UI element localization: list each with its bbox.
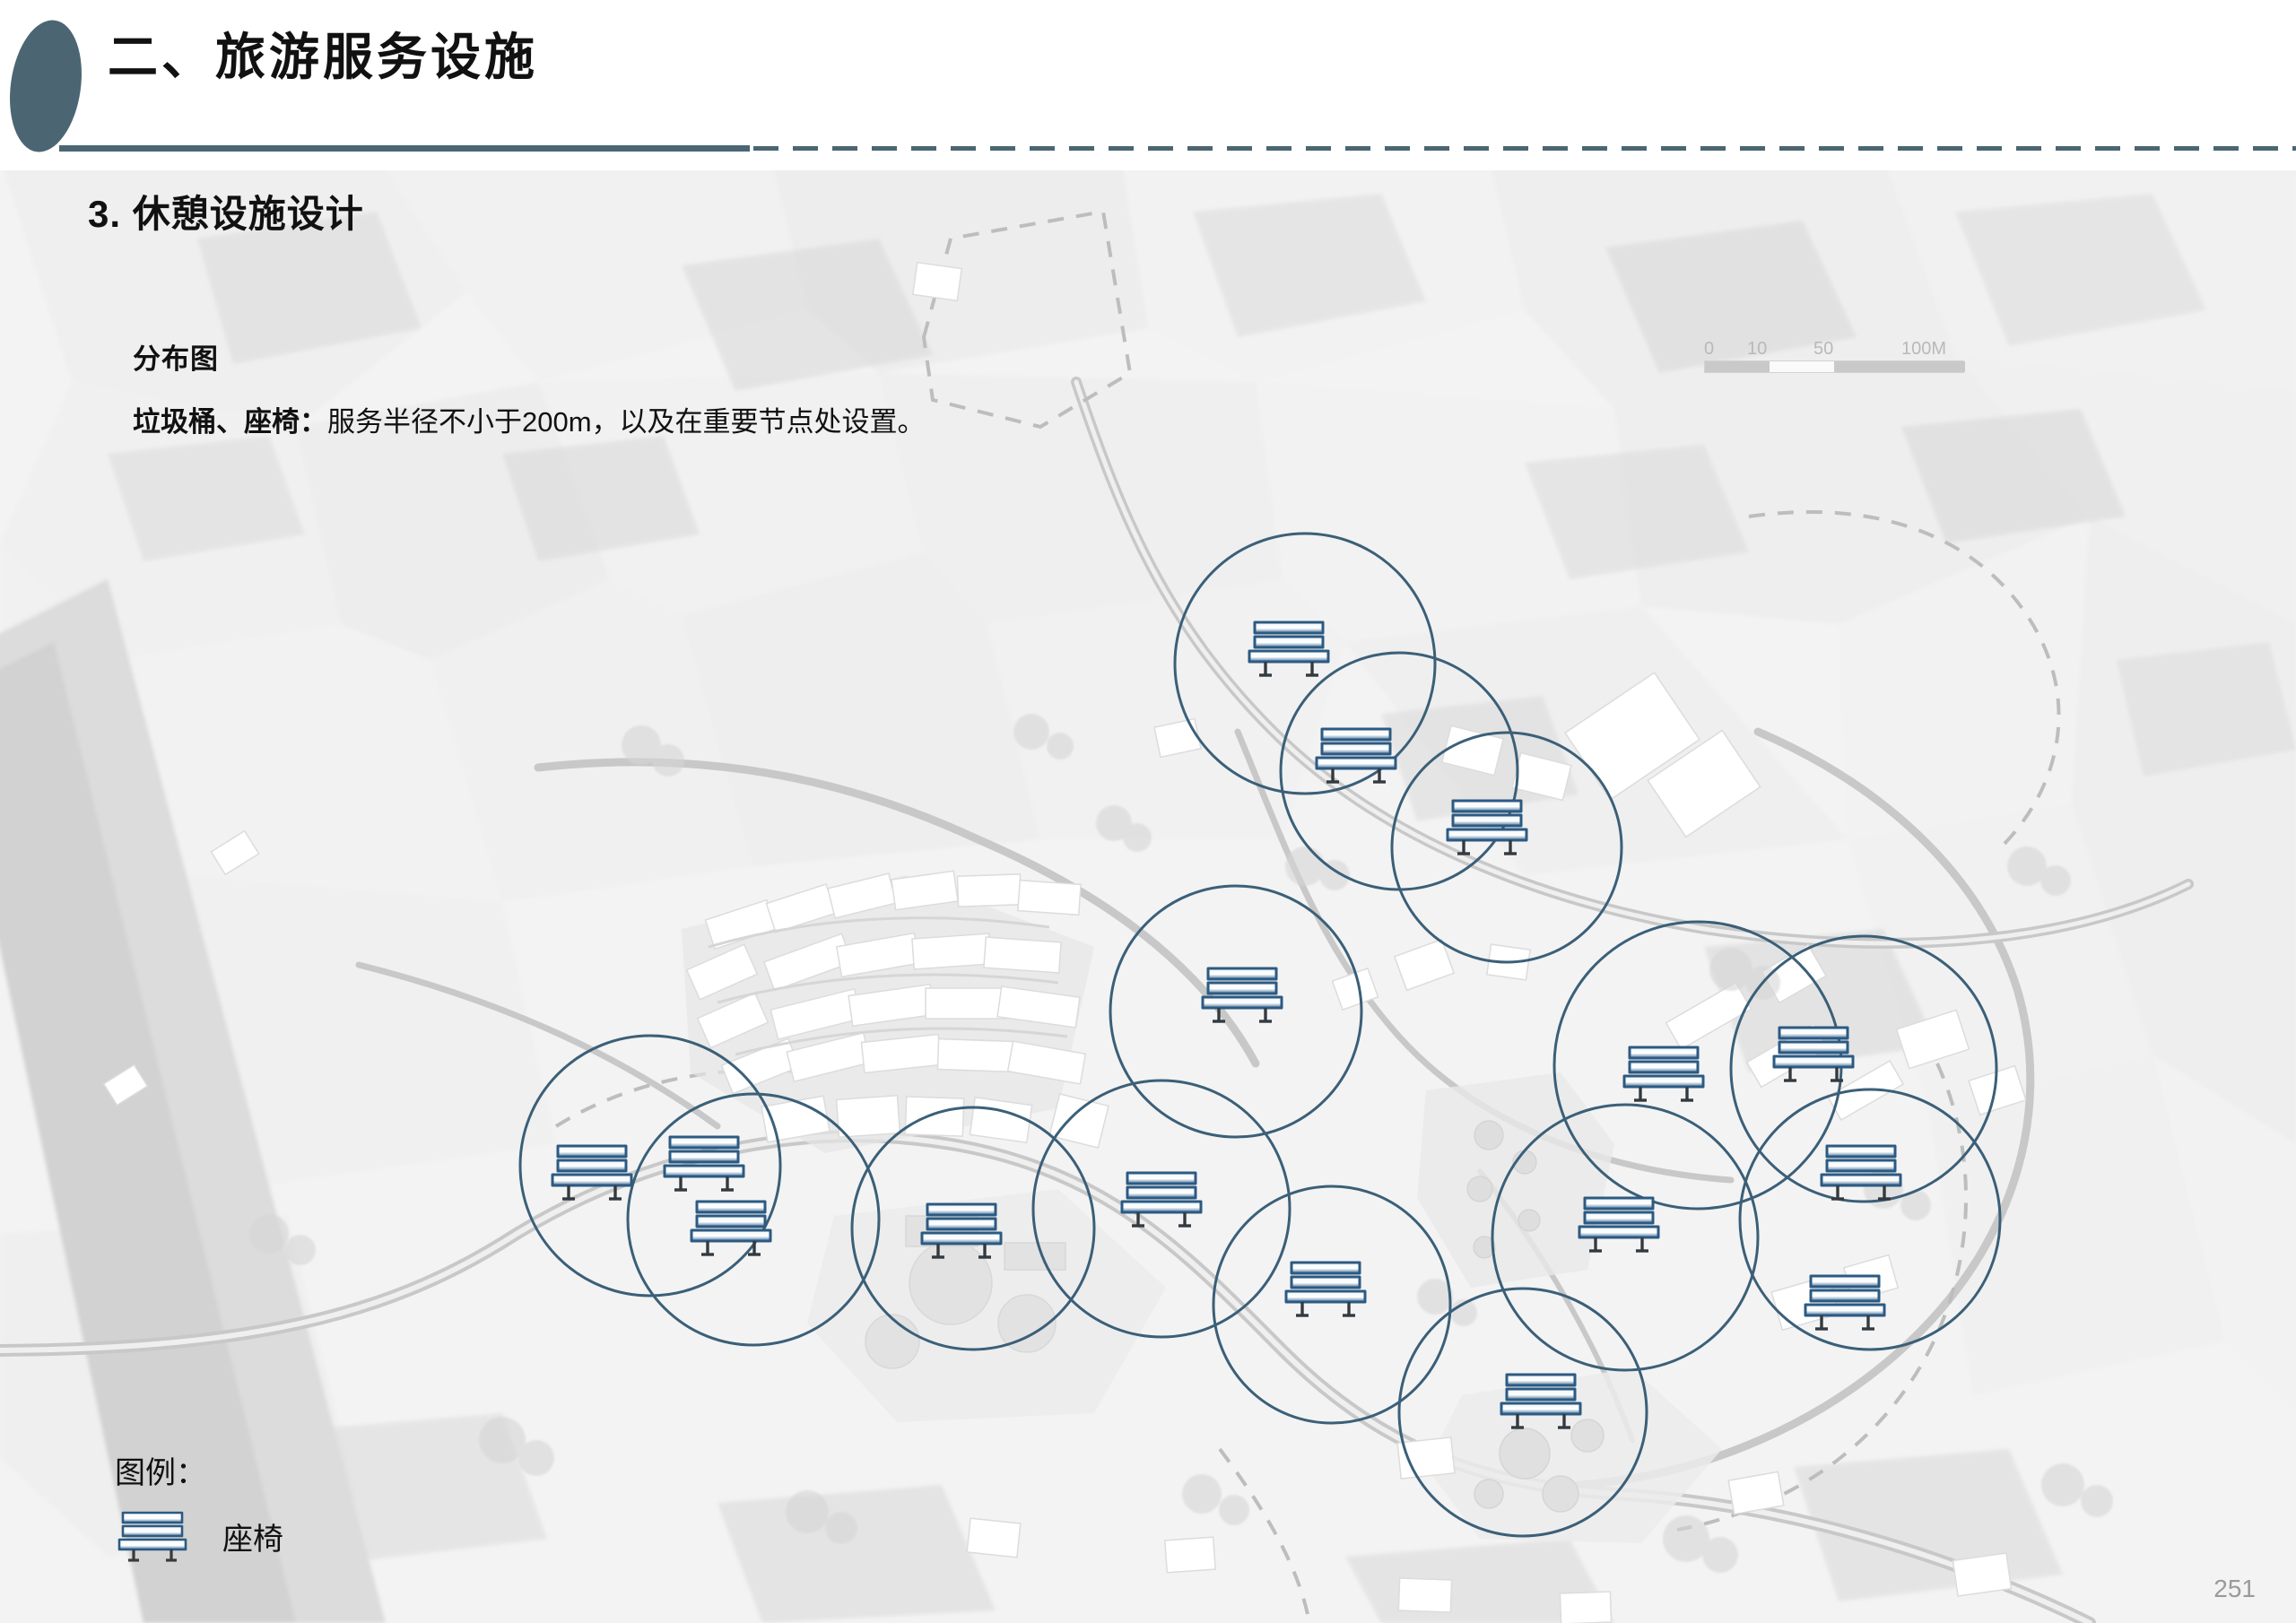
bench-marker[interactable] [1248,621,1330,677]
service-radius-circles[interactable] [518,532,2002,1538]
bench-marker[interactable] [663,1135,745,1192]
service-radius-circle[interactable] [626,1092,881,1347]
bench-marker[interactable] [1120,1171,1203,1228]
bench-marker[interactable] [1820,1144,1902,1201]
scalebar-tick-3: 100M [1901,339,1947,359]
service-radius-circle[interactable] [1729,934,1998,1203]
site-plan-map[interactable] [0,158,2296,1623]
legend-item-bench: 座椅 [115,1508,283,1564]
scalebar-bar [1704,360,1965,373]
section-heading: 3. 休憩设施设计 [88,193,364,235]
bench-marker[interactable] [1284,1261,1367,1317]
description-body: 服务半径不小于200m，以及在重要节点处设置。 [327,406,926,438]
map-canvas [0,158,2296,1623]
bench-marker[interactable] [1804,1274,1886,1331]
map-scalebar: 0 10 50 100M [1704,339,1982,373]
description-label: 垃圾桶、座椅： [133,406,327,438]
header-oval-badge-icon [2,15,90,157]
bench-marker[interactable] [1578,1196,1660,1253]
section-description: 垃圾桶、座椅：服务半径不小于200m，以及在重要节点处设置。 [133,399,926,439]
scalebar-seg-1 [1705,361,1770,372]
service-radius-circle[interactable] [1031,1079,1292,1339]
service-radius-circle[interactable] [850,1106,1096,1351]
legend-title: 图例： [115,1456,206,1490]
scalebar-tick-1: 10 [1747,339,1768,359]
page-number: 251 [2213,1575,2256,1602]
bench-marker[interactable] [551,1144,633,1201]
bench-marker[interactable] [1772,1026,1855,1082]
service-radius-circle[interactable] [1491,1103,1760,1372]
header-rule-solid [59,145,750,152]
slide-header: 二、旅游服务设施 [0,0,2296,170]
bench-marker[interactable] [1500,1373,1582,1429]
bench-marker[interactable] [1446,799,1528,855]
bench-icon [117,1511,187,1562]
bench-marker[interactable] [1315,727,1397,784]
bench-marker[interactable] [920,1202,1003,1259]
road-network-inner [0,379,2191,1623]
page-title: 二、旅游服务设施 [108,29,538,85]
scalebar-labels: 0 10 50 100M [1704,339,1982,360]
river-corridor [0,579,386,1623]
map-legend: 图例： 座椅 [115,1448,283,1564]
scalebar-seg-2 [1834,361,1965,372]
bench-markers[interactable] [551,621,1902,1429]
village-buildings [682,870,1109,1153]
tree-canopy [249,714,2113,1573]
section-subheading: 分布图 [133,343,219,375]
scalebar-tick-2: 50 [1813,339,1834,359]
service-radius-circle[interactable] [1397,1287,1648,1538]
legend-label-bench: 座椅 [222,1522,283,1557]
bench-marker[interactable] [1622,1046,1705,1102]
header-rule-dashed [753,146,2296,151]
scalebar-tick-0: 0 [1704,339,1715,359]
service-radius-circle[interactable] [1738,1088,2002,1351]
bench-marker[interactable] [1201,967,1283,1023]
service-radius-circle[interactable] [1173,532,1437,795]
service-radius-circle[interactable] [1212,1185,1452,1425]
service-radius-circle[interactable] [518,1034,782,1298]
service-radius-circle[interactable] [1390,731,1623,964]
bench-marker[interactable] [690,1200,772,1256]
scattered-buildings [102,261,2027,1623]
service-radius-circle[interactable] [1109,884,1363,1139]
